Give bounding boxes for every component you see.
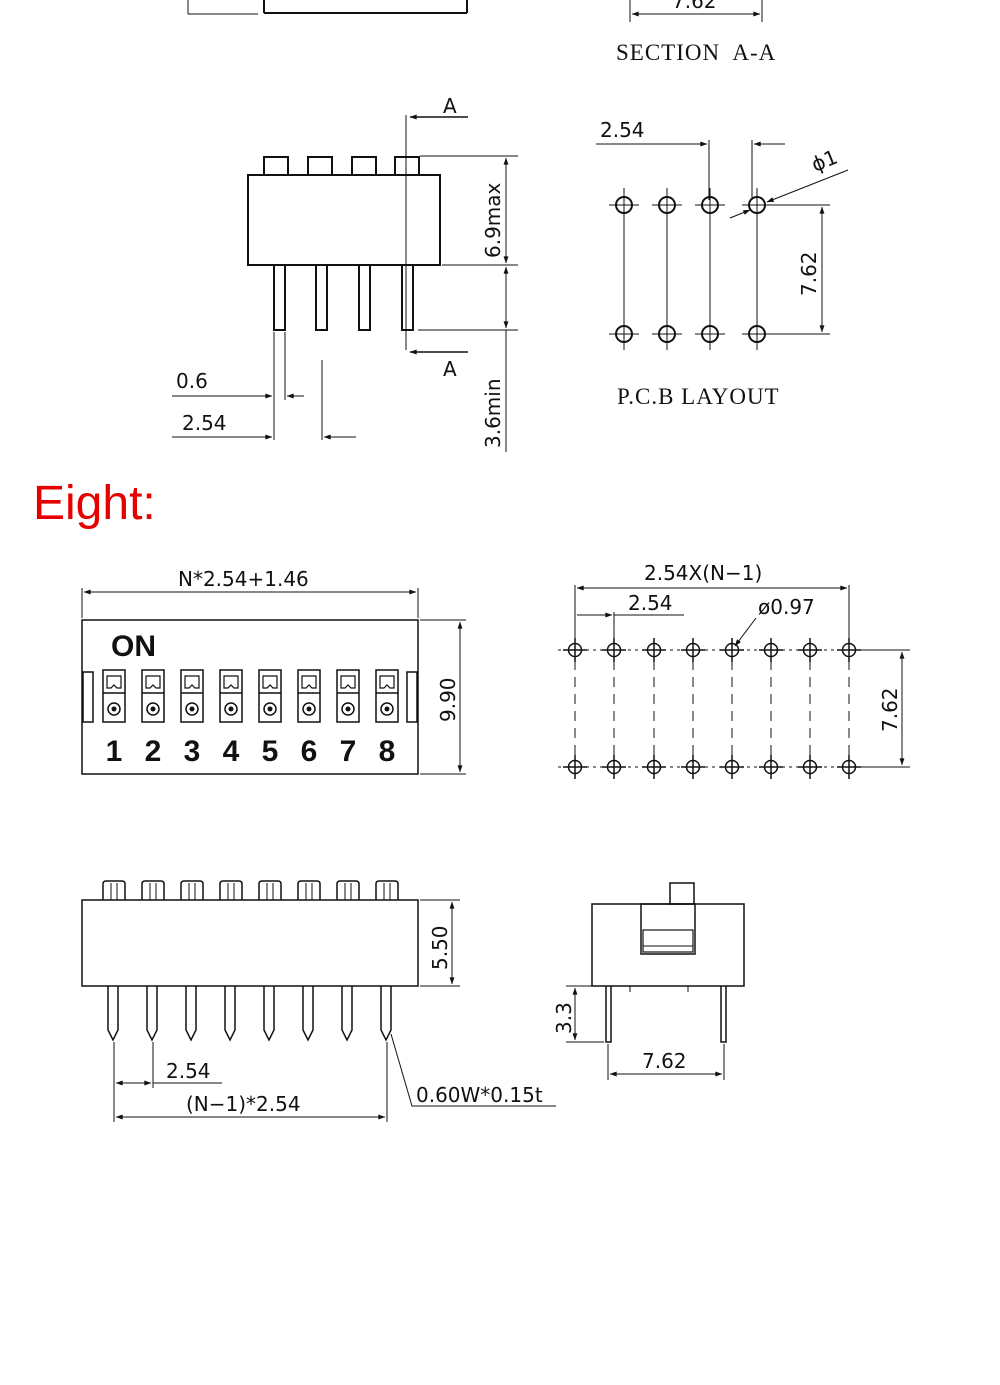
- side8-body: [81, 899, 419, 987]
- pin-width-label: 0.6: [176, 369, 208, 393]
- pin: [273, 265, 286, 331]
- pcb8-pitch-label: 2.54: [628, 591, 673, 615]
- end-body: [591, 903, 745, 987]
- actuator: [394, 156, 420, 176]
- switch-knob: [302, 702, 316, 716]
- four-position-side-view: A A 6.9max 3.6min 0.6 2.54: [172, 94, 518, 452]
- side8-span-label: (N−1)*2.54: [186, 1092, 301, 1116]
- pin: [401, 265, 414, 331]
- side-body: [247, 174, 441, 266]
- pin: [224, 986, 236, 1042]
- actuator: [258, 880, 282, 900]
- actuator: [307, 156, 333, 176]
- actuator: [336, 880, 360, 900]
- pcb-caption: P.C.B LAYOUT: [617, 384, 780, 409]
- actuator: [263, 156, 289, 176]
- pitch-label: 2.54: [182, 411, 227, 435]
- actuator: [180, 880, 204, 900]
- position-number: 4: [223, 735, 240, 768]
- position-number: 1: [106, 735, 123, 768]
- position-number: 3: [184, 735, 201, 768]
- switch-slot: [141, 669, 165, 723]
- switch-slot: [336, 669, 360, 723]
- pcb-span-label: 2.54X(N−1): [644, 561, 762, 585]
- height-max-label: 6.9max: [481, 182, 505, 258]
- pin-spec-label: 0.60W*0.15t: [416, 1083, 543, 1107]
- position-number: 5: [262, 735, 279, 768]
- pin: [185, 986, 197, 1042]
- switch-knob: [263, 702, 277, 716]
- actuator: [102, 880, 126, 900]
- width-formula-label: N*2.54+1.46: [178, 567, 309, 591]
- switch-knob: [341, 702, 355, 716]
- on-label: ON: [111, 630, 156, 663]
- hole-diameter-label: ϕ1: [808, 145, 841, 177]
- eight-position-end-view: 3.3 7.62: [552, 882, 745, 1080]
- switch-slot: [258, 669, 282, 723]
- top-body: [81, 619, 419, 775]
- body-height-label: 5.50: [428, 925, 452, 970]
- pin: [107, 986, 119, 1042]
- actuator: [219, 880, 243, 900]
- position-number: 6: [301, 735, 318, 768]
- pin: [341, 986, 353, 1042]
- actuator: [141, 880, 165, 900]
- switch-knob: [146, 702, 160, 716]
- switch-knob: [185, 702, 199, 716]
- pin-min-label: 3.6min: [481, 378, 505, 448]
- four-position-pcb-layout: 2.54 ϕ1 7.62 P.C.B LAYOUT: [596, 118, 849, 409]
- pcb8-row-spacing-label: 7.62: [878, 687, 902, 732]
- switch-knob: [224, 702, 238, 716]
- switch-slot: [102, 669, 126, 723]
- position-number: 7: [340, 735, 357, 768]
- actuator: [297, 880, 321, 900]
- switch-slot: [219, 669, 243, 723]
- pin: [263, 986, 275, 1042]
- eight-position-pcb-layout: 2.54X(N−1) 2.54 ø0.97 7.62: [558, 561, 910, 779]
- position-number: 8: [379, 735, 396, 768]
- switch-slot: [375, 669, 399, 723]
- eight-position-side-view: 5.50 2.54 (N−1)*2.54 0.60W*0.15t: [81, 880, 556, 1122]
- position-number: 2: [145, 735, 162, 768]
- switch-slot: [297, 669, 321, 723]
- actuator: [351, 156, 377, 176]
- end-row-spacing-label: 7.62: [642, 1049, 687, 1073]
- top-height-label: 9.90: [436, 677, 460, 722]
- pin: [315, 265, 328, 331]
- pin: [146, 986, 158, 1042]
- pcb-pitch-label: 2.54: [600, 118, 645, 142]
- switch-knob: [380, 702, 394, 716]
- pin: [302, 986, 314, 1042]
- switch-slot: [180, 669, 204, 723]
- section-caption: SECTION A-A: [616, 40, 776, 65]
- side8-pitch-label: 2.54: [166, 1059, 211, 1083]
- section-aa-partial-view: 7.62 SECTION A-A: [187, 0, 776, 65]
- end-pin-length-label: 3.3: [552, 1002, 576, 1034]
- section-marker-bottom: A: [443, 357, 457, 381]
- end-actuator: [669, 882, 695, 905]
- section-top-dim-label: 7.62: [672, 0, 717, 13]
- eight-position-heading: Eight:: [33, 477, 156, 530]
- pcb-row-spacing-label: 7.62: [797, 251, 821, 296]
- pin: [380, 986, 392, 1042]
- pin: [358, 265, 371, 331]
- switch-knob: [107, 702, 121, 716]
- pcb8-hole-label: ø0.97: [758, 595, 815, 619]
- actuator: [375, 880, 399, 900]
- section-marker-top: A: [443, 94, 457, 118]
